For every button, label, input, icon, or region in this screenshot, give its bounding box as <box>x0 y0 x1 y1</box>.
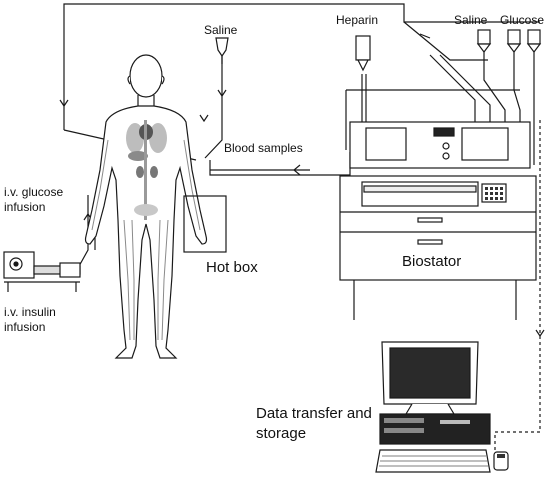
label-iv-insulin-1: i.v. insulin <box>4 305 56 319</box>
label-saline-left: Saline <box>204 23 238 37</box>
human-figure <box>84 54 208 359</box>
label-data-transfer-1: Data transfer and <box>256 405 372 422</box>
infusion-pump <box>3 251 81 292</box>
label-iv-insulin-2: infusion <box>4 320 45 334</box>
label-iv-glucose-2: infusion <box>4 200 45 214</box>
label-blood-samples: Blood samples <box>224 141 303 155</box>
heparin-bag <box>355 35 371 72</box>
saline-bag-right <box>476 29 492 53</box>
glucose-bag-2 <box>526 29 542 53</box>
computer <box>375 341 509 473</box>
label-biostator: Biostator <box>402 253 461 270</box>
saline-bag-left <box>215 37 229 64</box>
label-saline-right: Saline <box>454 13 488 27</box>
hot-box <box>183 195 227 253</box>
vessels <box>91 139 201 341</box>
label-data-transfer-2: storage <box>256 425 306 442</box>
label-iv-glucose-1: i.v. glucose <box>4 185 63 199</box>
label-hot-box: Hot box <box>206 259 258 276</box>
label-heparin: Heparin <box>336 13 378 27</box>
glucose-bag-1 <box>506 29 522 53</box>
organs <box>126 120 167 220</box>
label-glucose: Glucose <box>500 13 544 27</box>
flow-arrows <box>83 33 545 338</box>
biostator <box>339 121 537 320</box>
